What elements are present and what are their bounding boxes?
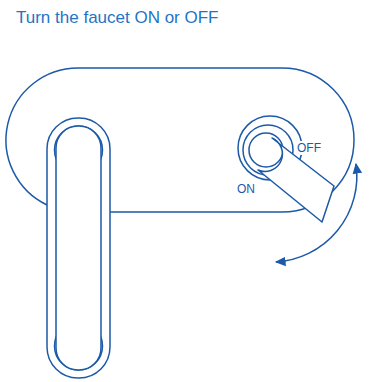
spout-inner: [56, 126, 101, 370]
handle-lever: [258, 138, 334, 222]
handle-knob: [249, 133, 283, 167]
diagram-title: Turn the faucet ON or OFF: [16, 8, 219, 28]
position-label: ON: [236, 182, 256, 196]
turn-arrow: [276, 164, 357, 262]
position-label: OFF: [296, 141, 322, 155]
spout-outer: [47, 118, 110, 378]
